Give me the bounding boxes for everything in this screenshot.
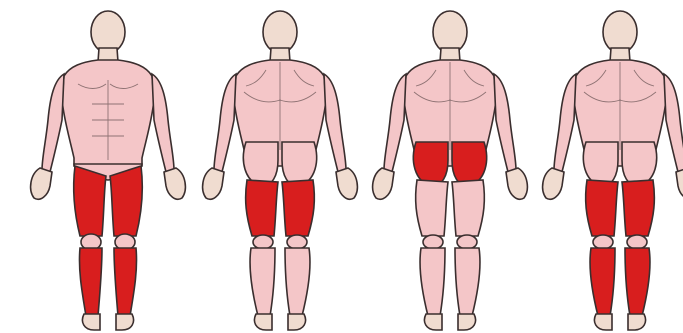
calves (250, 248, 275, 316)
hamstrings-highlighted (246, 180, 278, 236)
body-figure-back-3 (543, 11, 683, 330)
tibialis-anterior-highlighted (79, 248, 102, 316)
hamstrings-highlighted (622, 180, 654, 236)
calves-highlighted (590, 248, 615, 316)
figures-layer (31, 11, 683, 330)
quadriceps-highlighted (110, 166, 142, 236)
hamstrings (452, 180, 484, 236)
quadriceps-highlighted (74, 166, 106, 236)
calves (420, 248, 445, 316)
calves (455, 248, 480, 316)
calves (285, 248, 310, 316)
body-figure-back-1 (203, 11, 358, 330)
hamstrings (416, 180, 448, 236)
tibialis-anterior-highlighted (114, 248, 137, 316)
calves-highlighted (625, 248, 650, 316)
hamstrings-highlighted (586, 180, 618, 236)
body-figure-front (31, 11, 186, 330)
body-figure-back-2 (373, 11, 528, 330)
hamstrings-highlighted (282, 180, 314, 236)
